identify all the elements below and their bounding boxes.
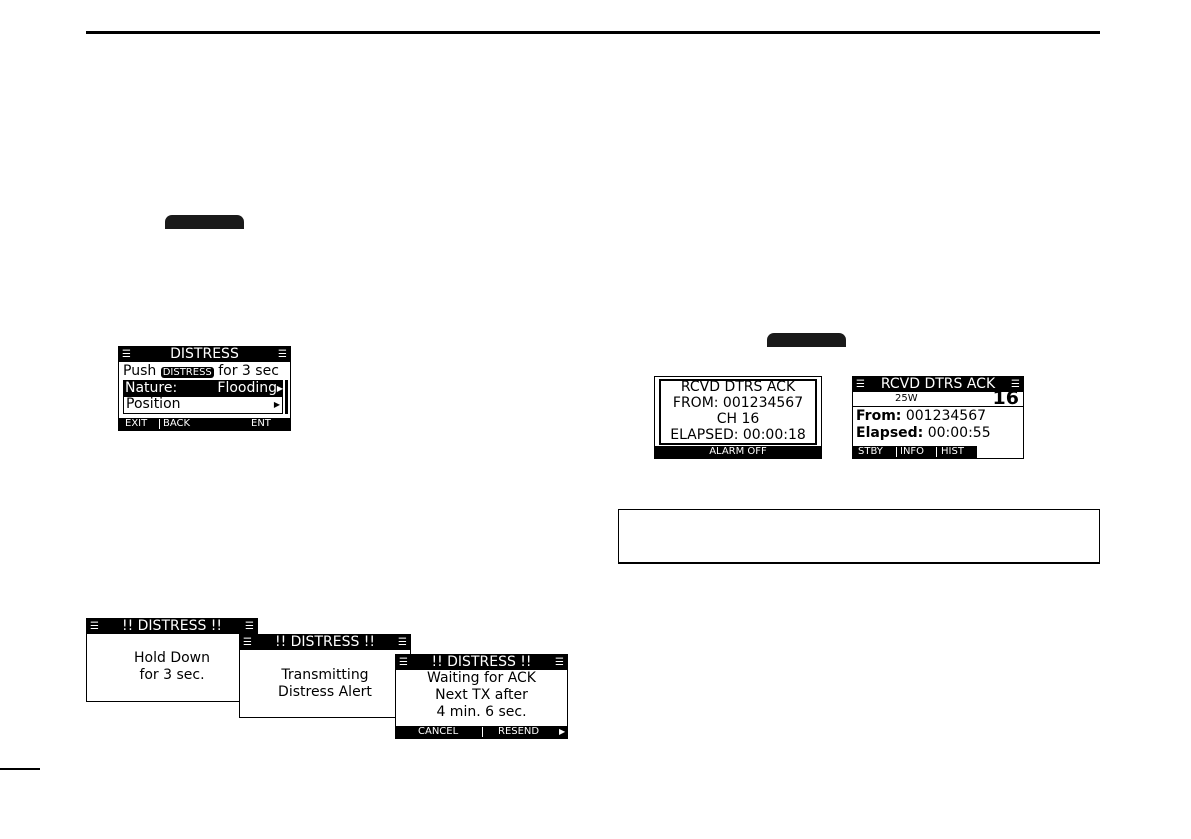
softkey-divider <box>936 447 937 457</box>
softkey-hist[interactable]: HIST <box>941 446 964 457</box>
note-box <box>618 509 1100 564</box>
position-label: Position <box>126 396 181 412</box>
softkey-back[interactable]: BACK <box>163 418 191 429</box>
hold-line1: Hold Down <box>134 650 210 666</box>
instruction-rest: for 3 sec <box>218 363 279 379</box>
scrollbar[interactable] <box>285 380 288 414</box>
nature-label: Nature: <box>125 380 178 396</box>
softkey-divider <box>482 727 483 737</box>
alarm-frame <box>659 379 817 445</box>
alarm-line4: ELAPSED: 00:00:18 <box>670 427 806 443</box>
softkey-cancel[interactable]: CANCEL <box>418 726 459 737</box>
lcd-title: !! DISTRESS !! <box>431 654 532 670</box>
softkey-info[interactable]: INFO <box>900 446 925 457</box>
menu-icon: ☰ <box>122 349 131 360</box>
hold-line2: for 3 sec. <box>139 667 205 683</box>
softkey-stby[interactable]: STBY <box>858 446 883 457</box>
softkey-exit[interactable]: EXIT <box>125 418 148 429</box>
menu-icon: ☰ <box>856 379 865 390</box>
section-tab-right <box>767 333 846 347</box>
from-label: From: <box>856 408 902 424</box>
lcd-hold-down: ☰ !! DISTRESS !! ☰ Hold Down for 3 sec. <box>86 618 258 702</box>
wait-line1: Waiting for ACK <box>427 670 536 686</box>
lcd-title-bar: ☰ !! DISTRESS !! ☰ <box>396 655 567 670</box>
nature-value: Flooding <box>217 380 277 396</box>
arrow-right-icon: ▶ <box>273 400 280 409</box>
lcd-transmitting: ☰ !! DISTRESS !! ☰ Transmitting Distress… <box>239 634 411 718</box>
lcd-title: !! DISTRESS !! <box>121 618 223 634</box>
arrow-right-icon: ▶ <box>559 727 566 736</box>
lcd-title-bar: ☰ DISTRESS ☰ <box>119 347 290 362</box>
softkey-bar: ALARM OFF <box>655 446 821 458</box>
distress-key-badge: DISTRESS <box>160 367 214 378</box>
softkey-divider <box>896 447 897 457</box>
tx-line1: Transmitting <box>281 667 369 683</box>
channel-number: 16 <box>992 387 1019 409</box>
lcd-title: RCVD DTRS ACK <box>880 376 996 392</box>
power-level: 25W <box>895 393 918 404</box>
softkey-bar: EXIT BACK ENT <box>119 418 290 430</box>
alarm-line1: RCVD DTRS ACK <box>680 379 796 395</box>
page-footer-mark <box>0 768 40 770</box>
lcd-title-bar: ☰ !! DISTRESS !! ☰ <box>240 635 410 650</box>
instruction-push: Push <box>123 363 157 379</box>
wait-line2: Next TX after <box>435 687 528 703</box>
header-rule <box>86 31 1100 34</box>
menu-icon: ☰ <box>398 637 407 648</box>
arrow-right-icon: ▶ <box>276 384 283 393</box>
menu-icon: ☰ <box>278 349 287 360</box>
section-tab-left <box>165 215 244 229</box>
softkey-bar: STBY INFO HIST <box>853 446 977 458</box>
instruction-line: Push DISTRESS for 3 sec <box>123 363 279 381</box>
menu-item-nature[interactable]: Nature: Flooding ▶ <box>123 380 283 397</box>
softkey-divider <box>159 419 160 429</box>
tx-line2: Distress Alert <box>278 684 372 700</box>
from-row: From: 001234567 <box>856 408 986 425</box>
elapsed-label: Elapsed: <box>856 425 924 441</box>
from-value: 001234567 <box>905 408 987 424</box>
softkey-alarm-off[interactable]: ALARM OFF <box>709 446 767 457</box>
lcd-ack-alarm: RCVD DTRS ACK FROM: 001234567 CH 16 ELAP… <box>654 376 822 459</box>
lcd-title-bar: ☰ RCVD DTRS ACK ☰ <box>853 377 1023 392</box>
lcd-title-bar: ☰ !! DISTRESS !! ☰ <box>87 619 257 634</box>
elapsed-value: 00:00:55 <box>927 425 991 441</box>
softkey-ent[interactable]: ENT <box>251 418 271 429</box>
menu-icon: ☰ <box>245 621 254 632</box>
softkey-resend[interactable]: RESEND <box>498 726 540 737</box>
menu-icon: ☰ <box>1011 379 1020 390</box>
lcd-waiting-ack: ☰ !! DISTRESS !! ☰ Waiting for ACK Next … <box>395 654 568 739</box>
lcd-title: !! DISTRESS !! <box>274 634 376 650</box>
menu-icon: ☰ <box>399 657 408 668</box>
menu-icon: ☰ <box>555 657 564 668</box>
menu-icon: ☰ <box>243 637 252 648</box>
lcd-ack-info: ☰ RCVD DTRS ACK ☰ 25W 16 From: 001234567… <box>852 376 1024 459</box>
elapsed-row: Elapsed: 00:00:55 <box>856 425 991 442</box>
menu-icon: ☰ <box>90 621 99 632</box>
lcd-title: DISTRESS <box>170 346 239 362</box>
menu-item-position[interactable]: Position ▶ <box>123 396 283 414</box>
wait-line3: 4 min. 6 sec. <box>436 704 527 720</box>
lcd-distress-menu: ☰ DISTRESS ☰ Push DISTRESS for 3 sec Nat… <box>118 346 291 431</box>
softkey-bar: CANCEL RESEND ▶ <box>396 726 567 738</box>
alarm-line3: CH 16 <box>716 411 760 427</box>
divider <box>853 406 1023 407</box>
alarm-line2: FROM: 001234567 <box>672 395 804 411</box>
